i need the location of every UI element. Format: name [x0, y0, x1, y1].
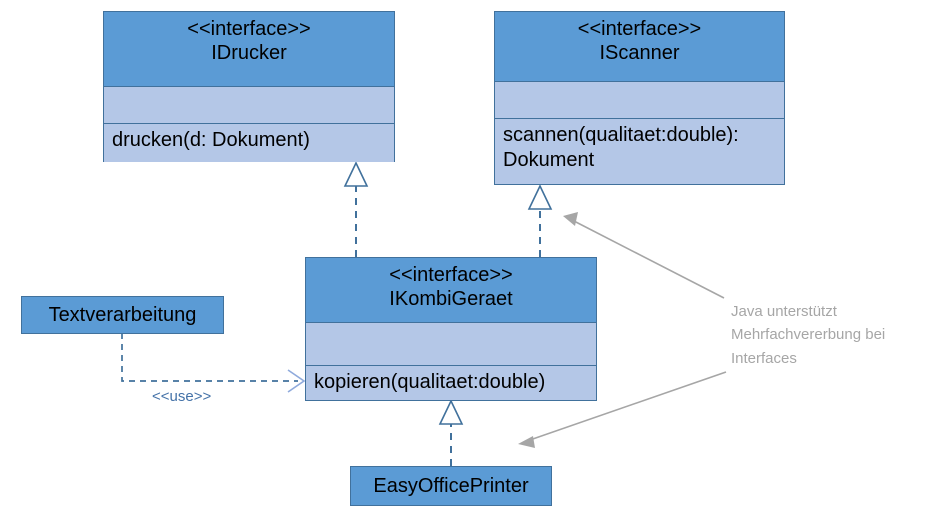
note-leader-line-upper: [571, 219, 725, 299]
note-line-2: Mehrfachvererbung bei: [731, 326, 886, 344]
class-box-ikombigeraet[interactable]: <<interface>> IKombiGeraet kopieren(qual…: [305, 257, 597, 401]
class-operations-iscanner: scannen(qualitaet:double): Dokument: [495, 119, 784, 184]
realization-ikombigeraet-to-iscanner: [527, 184, 553, 257]
class-attributes-idrucker: [104, 87, 394, 124]
note-arrowhead-upper: [563, 212, 578, 226]
class-box-easyofficeprinter[interactable]: EasyOfficePrinter: [350, 466, 552, 506]
operation-item: scannen(qualitaet:double):: [503, 124, 739, 146]
hollow-triangle-iscanner: [527, 184, 553, 210]
class-name-textverarbeitung: Textverarbeitung: [48, 303, 197, 326]
class-box-iscanner[interactable]: <<interface>> IScanner scannen(qualitaet…: [494, 11, 785, 185]
class-header-iscanner: <<interface>> IScanner: [495, 12, 784, 82]
operation-item: kopieren(qualitaet:double): [314, 371, 546, 393]
class-header-idrucker: <<interface>> IDrucker: [104, 12, 394, 87]
realization-easyofficeprinter-to-ikombigeraet: [438, 399, 464, 466]
open-arrowhead-use: [287, 369, 306, 393]
use-stereotype-label: <<use>>: [152, 388, 212, 405]
note-line-3: Interfaces: [731, 349, 797, 367]
realization-ikombigeraet-to-idrucker: [343, 161, 369, 257]
note-line-1: Java unterstützt: [731, 303, 837, 320]
class-operations-idrucker: drucken(d: Dokument): [104, 124, 394, 162]
dependency-textverarbeitung-to-ikombigeraet: [121, 333, 306, 393]
class-operations-ikombigeraet: kopieren(qualitaet:double): [306, 366, 596, 400]
stereotype-ikombigeraet: <<interface>>: [389, 264, 513, 286]
class-attributes-iscanner: [495, 82, 784, 119]
stereotype-iscanner: <<interface>>: [577, 18, 702, 40]
class-box-textverarbeitung[interactable]: Textverarbeitung: [21, 296, 224, 334]
note-leader-lower: [518, 371, 727, 448]
note-leader-line-lower: [526, 371, 727, 442]
note-arrowhead-lower: [518, 436, 535, 448]
stereotype-idrucker: <<interface>>: [187, 18, 311, 40]
note-leader-upper: [563, 212, 725, 299]
class-box-idrucker[interactable]: <<interface>> IDrucker drucken(d: Dokume…: [103, 11, 395, 162]
class-attributes-ikombigeraet: [306, 323, 596, 366]
use-dependency-line: [121, 333, 298, 382]
class-name-ikombigeraet: IKombiGeraet: [389, 288, 513, 310]
class-header-ikombigeraet: <<interface>> IKombiGeraet: [306, 258, 596, 323]
class-name-easyofficeprinter: EasyOfficePrinter: [373, 474, 529, 497]
hollow-triangle-ikombigeraet: [438, 399, 464, 425]
class-name-idrucker: IDrucker: [211, 42, 287, 64]
hollow-triangle-idrucker: [343, 161, 369, 187]
class-name-iscanner: IScanner: [599, 42, 680, 64]
operation-item: drucken(d: Dokument): [112, 129, 310, 151]
diagram-note: Java unterstützt Mehrfachvererbung bei I…: [731, 300, 885, 370]
operation-item-continuation: Dokument: [503, 149, 595, 171]
